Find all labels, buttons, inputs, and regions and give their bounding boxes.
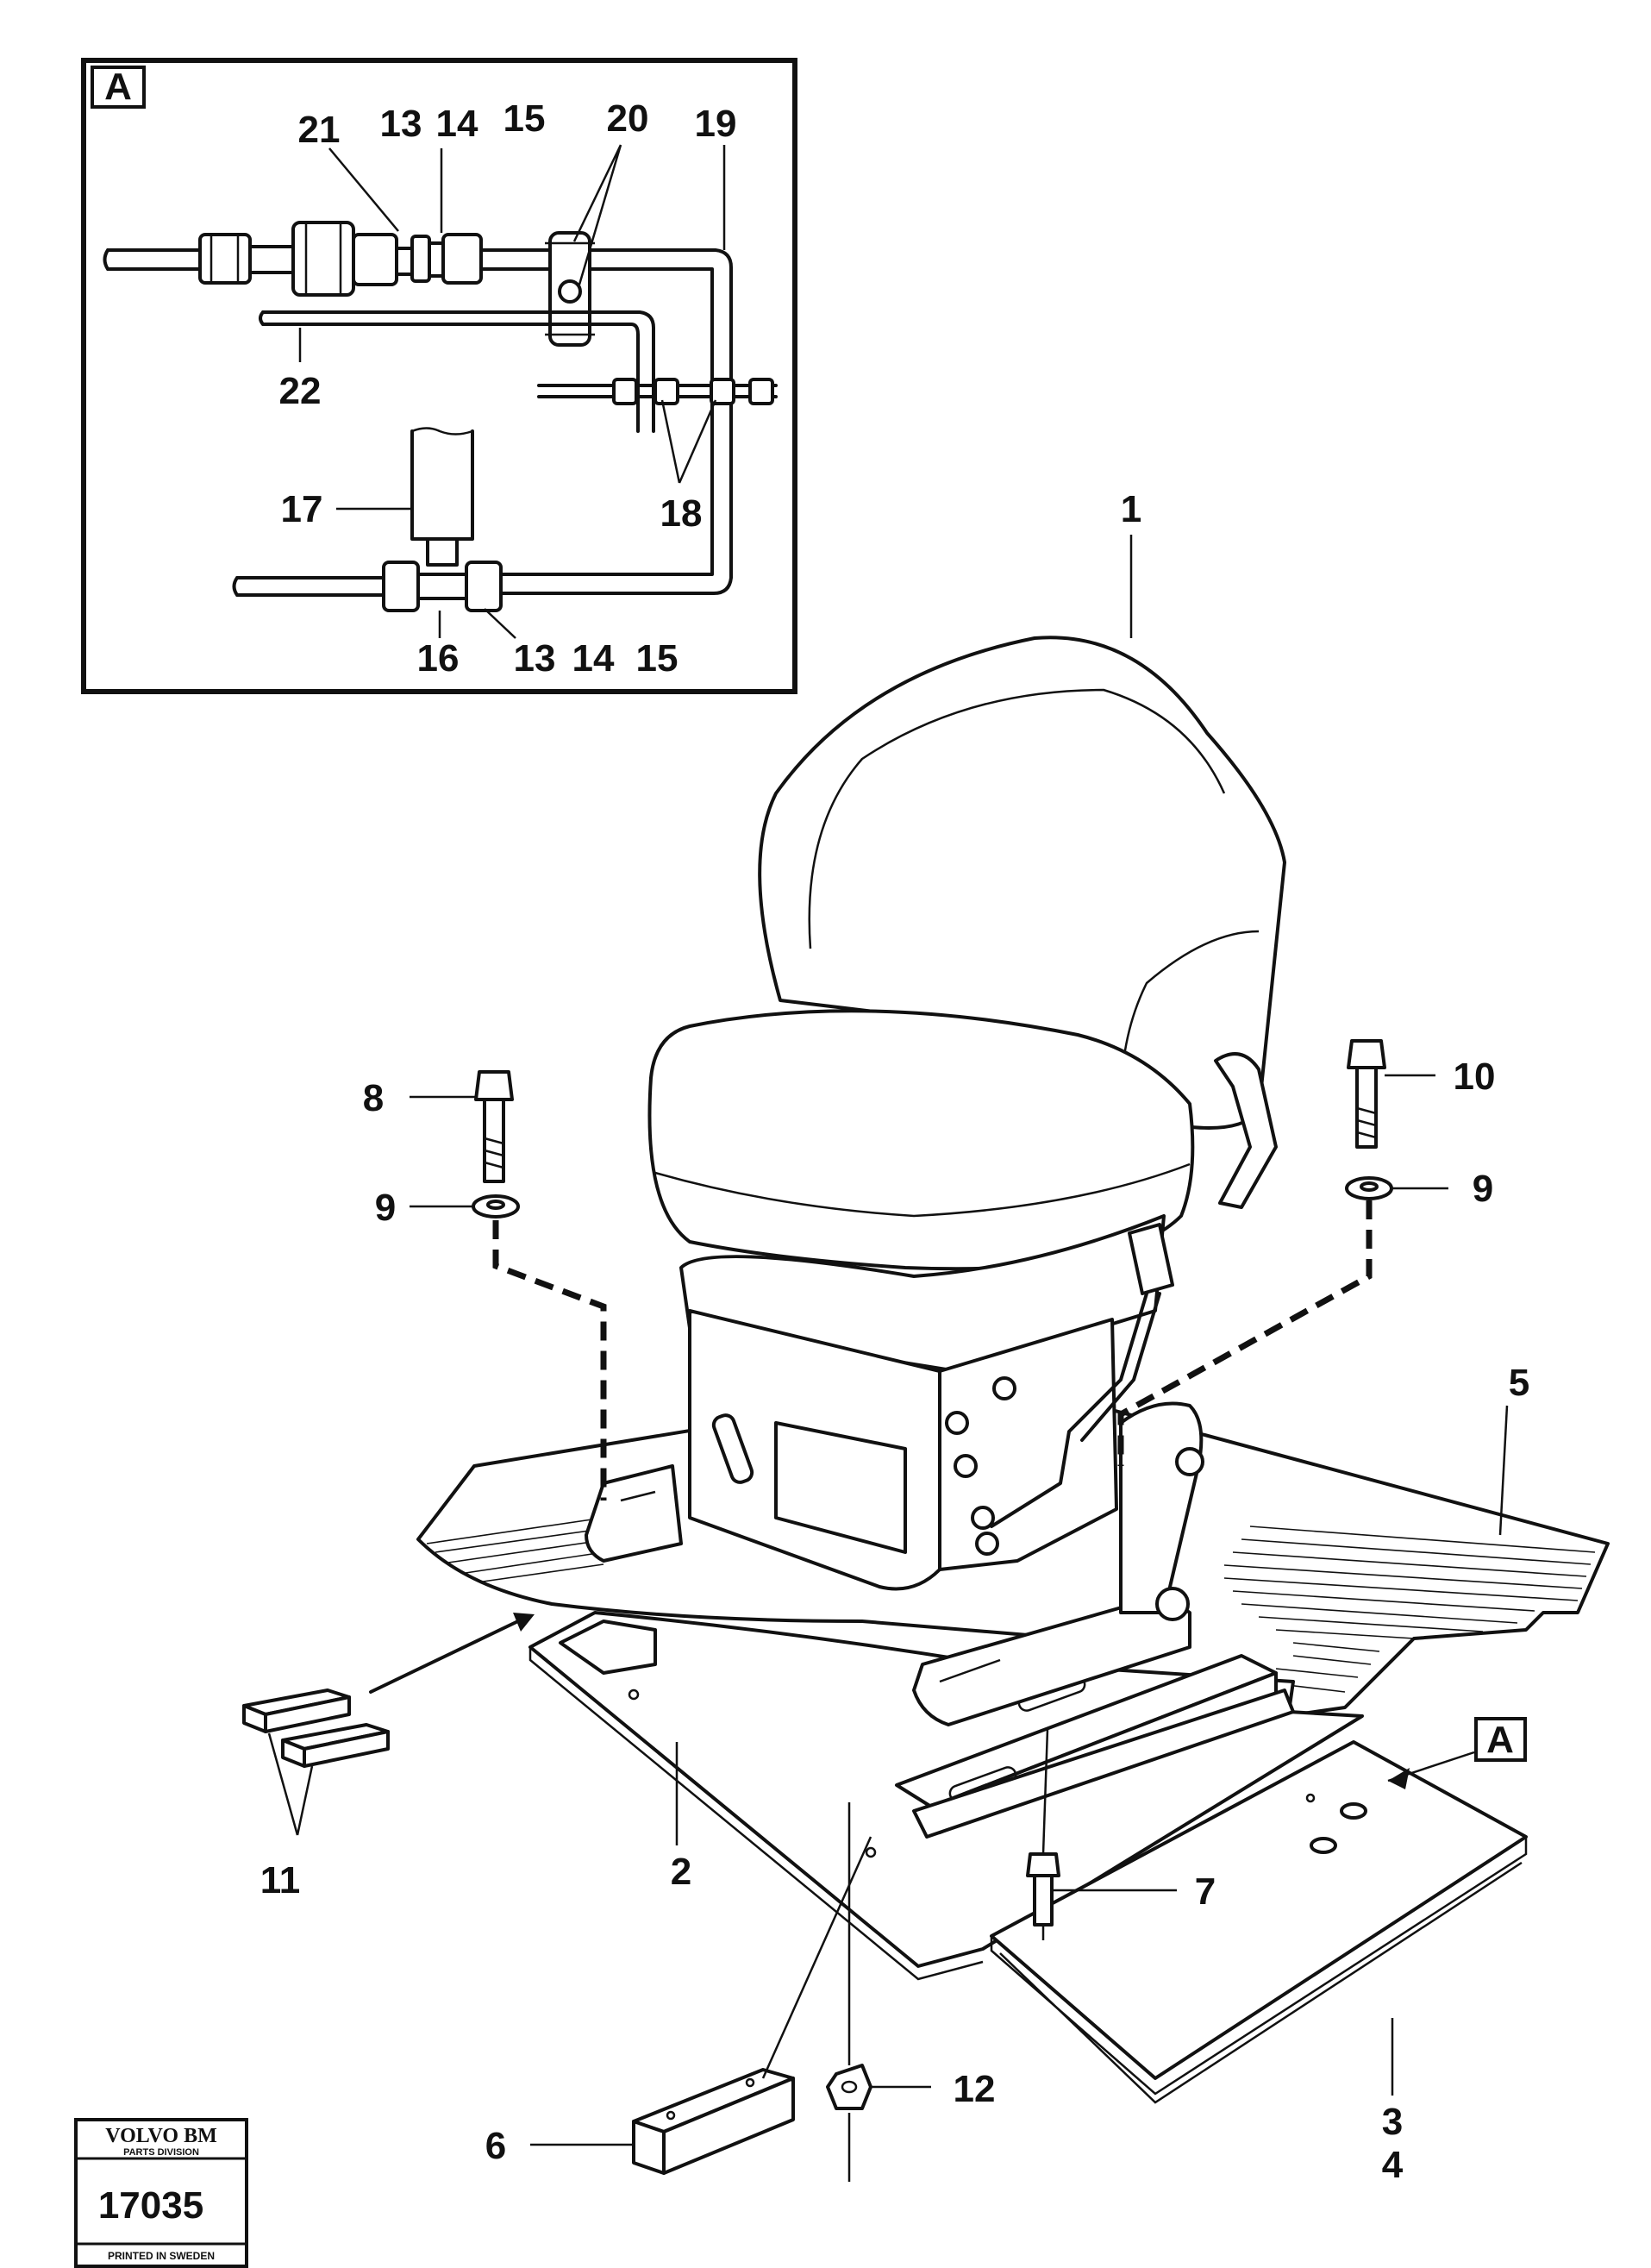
spacer-block-6: [632, 2068, 795, 2175]
pipe-clamp: [545, 231, 595, 347]
callout-9-left: 9: [375, 1187, 396, 1229]
callout-4: 4: [1382, 2144, 1404, 2186]
label-13-upper: 13: [380, 103, 422, 145]
callout-10: 10: [1454, 1056, 1496, 1098]
label-21: 21: [298, 109, 341, 151]
small-pipe-22: [259, 310, 655, 433]
seat-assembly: [585, 636, 1286, 1726]
assembly-paths: [492, 1200, 1373, 2182]
nut-12: [826, 2064, 872, 2110]
callout-2: 2: [671, 1851, 691, 1893]
callout-9-right: 9: [1473, 1168, 1493, 1210]
callout-11: 11: [260, 1859, 301, 1901]
label-16: 16: [417, 637, 460, 680]
callout-12: 12: [954, 2068, 996, 2110]
pads-11: [242, 1688, 390, 1768]
callout-1: 1: [1121, 488, 1141, 530]
inset-tag-box: [91, 66, 146, 109]
label-17: 17: [281, 488, 323, 530]
callout-7: 7: [1195, 1870, 1216, 1913]
label-22: 22: [279, 370, 322, 412]
bolt-8: [474, 1070, 514, 1183]
upper-hose-assembly: [103, 221, 733, 595]
inset-tag-label: A: [104, 66, 132, 108]
label-15-upper: 15: [503, 97, 546, 140]
label-14-upper: 14: [436, 103, 478, 145]
slide-rails: [895, 1654, 1295, 1839]
label-13-lower: 13: [514, 637, 556, 680]
label-18: 18: [660, 492, 703, 535]
label-14-lower: 14: [572, 637, 615, 680]
label-15-lower: 15: [636, 637, 679, 680]
bolt-10: [1347, 1039, 1386, 1149]
stamp-number: 17035: [98, 2184, 203, 2227]
label-19: 19: [695, 103, 737, 145]
callout-6: 6: [485, 2125, 506, 2167]
stamp-printed: PRINTED IN SWEDEN: [108, 2250, 215, 2262]
volvo-stamp: VOLVO BM PARTS DIVISION 17035 PRINTED IN…: [74, 2118, 248, 2268]
main-leaders: [267, 535, 1509, 2146]
main-tag-label: A: [1486, 1719, 1514, 1761]
inset-frame: [81, 58, 797, 694]
callout-3: 3: [1382, 2101, 1403, 2143]
stamp-division: PARTS DIVISION: [123, 2147, 199, 2158]
bolt-7: [1026, 1852, 1060, 1927]
washer-9-right: [1345, 1176, 1393, 1200]
washer-9-left: [472, 1194, 520, 1219]
inset-detail-a: A: [81, 58, 797, 694]
stamp-brand: VOLVO BM: [105, 2125, 217, 2147]
label-20: 20: [607, 97, 649, 140]
pipe-clips: [537, 378, 778, 405]
callout-8: 8: [363, 1077, 384, 1119]
sensor-and-tee: [232, 427, 503, 612]
mat-ribbing: [426, 1517, 1596, 1693]
main-tag-box: [1474, 1717, 1527, 1762]
mounting-plate: [990, 1740, 1528, 2104]
callout-5: 5: [1509, 1362, 1529, 1404]
inset-leaders: [298, 144, 726, 639]
